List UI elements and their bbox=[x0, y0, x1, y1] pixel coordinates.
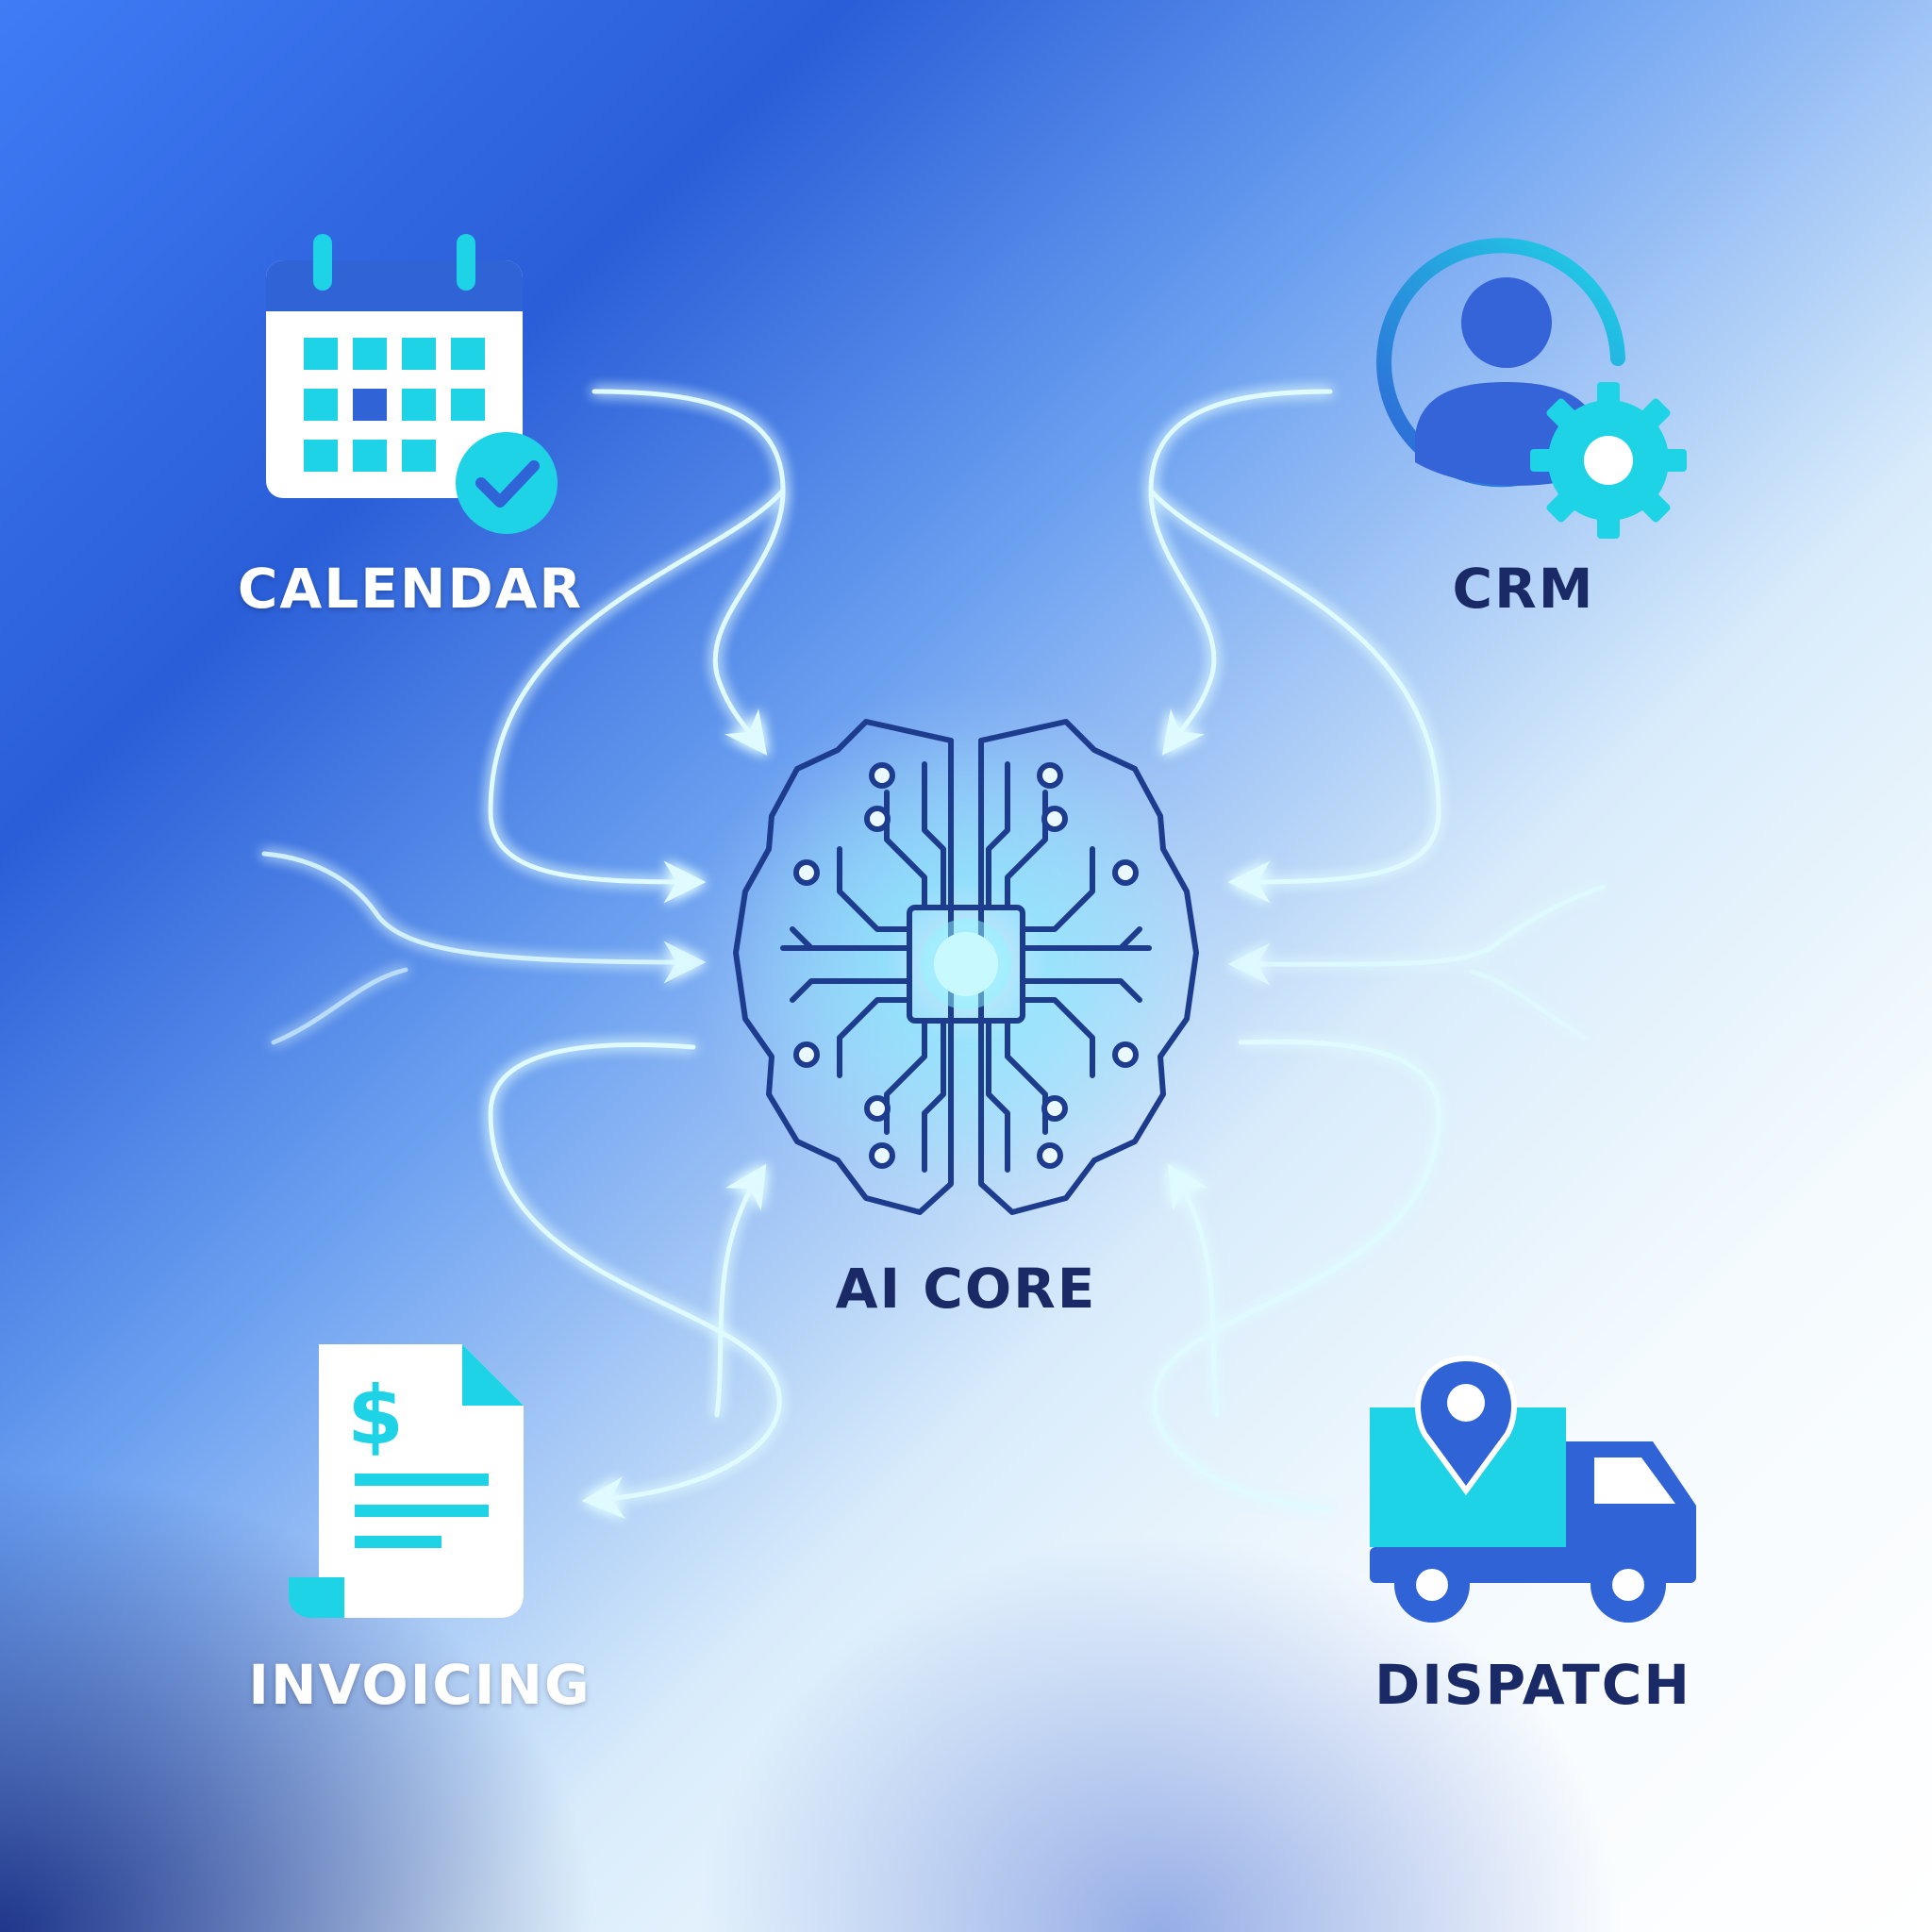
flow-left-low bbox=[271, 967, 408, 1045]
flow-calendar-lower bbox=[488, 488, 786, 904]
center-label-ai-core: AI CORE bbox=[835, 1257, 1097, 1321]
node-label-crm: CRM bbox=[1452, 557, 1595, 621]
flow-dispatch-up bbox=[1167, 1163, 1220, 1418]
flow-crm-upper bbox=[1148, 389, 1333, 756]
svg-text:$: $ bbox=[347, 1369, 404, 1463]
flow-right-middle bbox=[1227, 884, 1607, 986]
flow-right-bottom bbox=[1152, 1039, 1441, 1512]
node-label-calendar: CALENDAR bbox=[237, 557, 584, 621]
flow-calendar-upper bbox=[591, 389, 786, 756]
node-label-invoicing: INVOICING bbox=[248, 1653, 591, 1717]
flow-crm-lower bbox=[1148, 488, 1441, 904]
flow-left-middle bbox=[261, 851, 707, 984]
flow-left-bottom bbox=[488, 1042, 782, 1520]
node-label-dispatch: DISPATCH bbox=[1374, 1653, 1691, 1717]
flow-right-low bbox=[1469, 969, 1588, 1041]
flow-invoicing-up bbox=[714, 1163, 767, 1418]
